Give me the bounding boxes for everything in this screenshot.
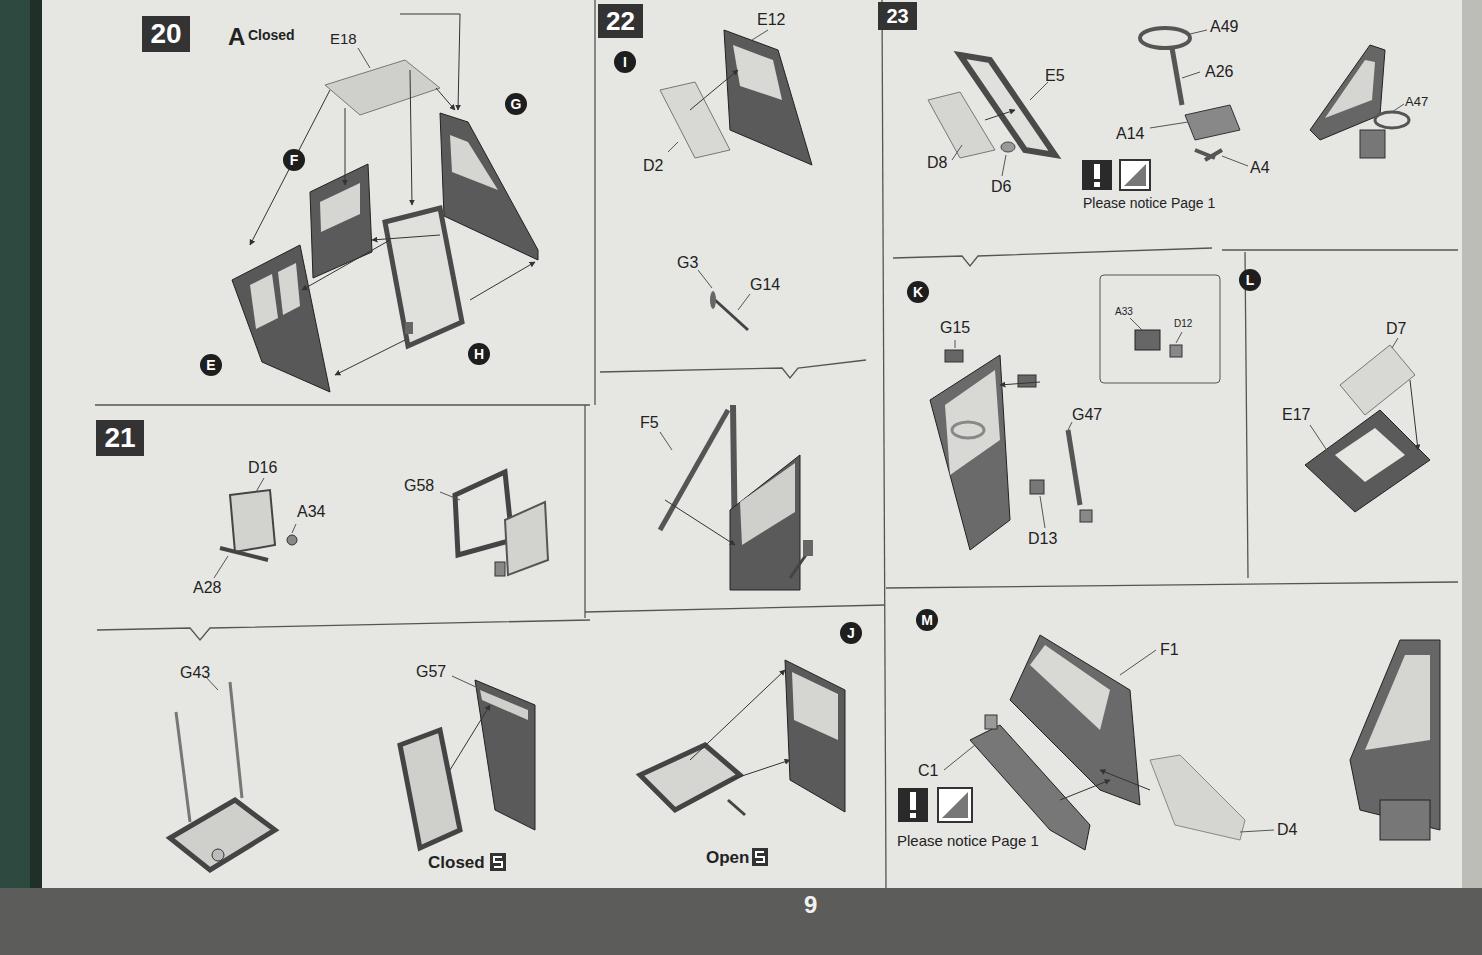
part-number: A28 — [193, 579, 221, 597]
callout-letter: G — [505, 93, 527, 115]
callout-letter-text: E — [206, 358, 215, 372]
part-number: E12 — [757, 11, 785, 29]
part-number: G15 — [940, 319, 970, 337]
part-number: A4 — [1250, 159, 1270, 177]
callout-letter: I — [614, 51, 636, 73]
step-number-box: 20 — [142, 16, 190, 52]
callout-letter: J — [840, 622, 862, 644]
note-text: Closed — [248, 28, 295, 43]
part-number: G47 — [1072, 406, 1102, 424]
part-number: G57 — [416, 663, 446, 681]
part-number: D8 — [927, 154, 947, 172]
part-number: D12 — [1174, 318, 1192, 329]
step-number: 20 — [150, 20, 181, 48]
part-number: A33 — [1115, 306, 1133, 317]
part-number: E17 — [1282, 406, 1310, 424]
part-number: G14 — [750, 276, 780, 294]
callout-letter: H — [468, 343, 490, 365]
part-number: G3 — [677, 254, 698, 272]
part-number: G43 — [180, 664, 210, 682]
part-number: G58 — [404, 477, 434, 495]
part-number: F5 — [640, 414, 659, 432]
part-number: A47 — [1405, 95, 1428, 109]
step-number-box: 21 — [96, 420, 144, 456]
callout-letter-text: L — [1246, 273, 1255, 287]
part-number: D6 — [991, 178, 1011, 196]
callout-letter-text: J — [847, 626, 855, 640]
part-number: C1 — [918, 762, 938, 780]
callout-letter-text: F — [290, 153, 299, 167]
callout-letter: E — [200, 354, 222, 376]
callout-letter-text: M — [921, 613, 933, 627]
part-number: D13 — [1028, 530, 1057, 548]
part-number: E18 — [330, 31, 357, 48]
callout-letter-text: G — [511, 97, 522, 111]
option-label: A — [228, 24, 245, 50]
note-text: Please notice Page 1 — [1083, 196, 1215, 211]
option-label: Closed — [428, 854, 485, 873]
part-number: E5 — [1045, 67, 1065, 85]
callout-letter: K — [907, 281, 929, 303]
part-number: D7 — [1386, 320, 1406, 338]
callout-letter: L — [1239, 269, 1261, 291]
part-number: A14 — [1116, 125, 1144, 143]
part-number: D2 — [643, 157, 663, 175]
callout-letter-text: H — [474, 347, 484, 361]
step-number-box: 23 — [878, 2, 917, 30]
callout-letter: F — [283, 149, 305, 171]
part-number: F1 — [1160, 641, 1179, 659]
part-number: D4 — [1277, 821, 1297, 839]
step-number-box: 22 — [598, 4, 643, 38]
part-number: D16 — [248, 459, 277, 477]
callout-letter: M — [916, 609, 938, 631]
option-label: Open — [706, 849, 749, 868]
callout-letter-text: I — [623, 55, 627, 69]
step-number: 23 — [886, 6, 908, 26]
part-number: A26 — [1205, 63, 1233, 81]
step-number: 21 — [104, 424, 135, 452]
callout-letter-text: K — [913, 285, 923, 299]
step-number: 22 — [606, 8, 635, 34]
part-number: A49 — [1210, 18, 1238, 36]
part-number: A34 — [297, 503, 325, 521]
note-text: Please notice Page 1 — [897, 833, 1039, 850]
page-number: 9 — [804, 892, 817, 918]
